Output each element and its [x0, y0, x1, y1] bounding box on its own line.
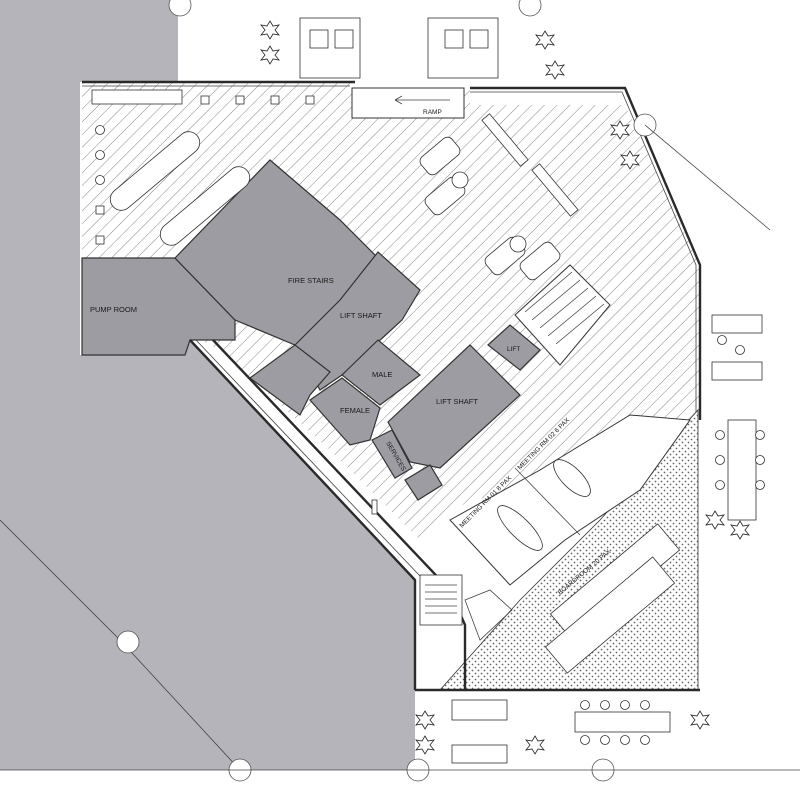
services-room — [371, 429, 413, 479]
column-marker-top-right — [518, 0, 542, 17]
exterior-building-area — [0, 0, 415, 770]
floor-plate-outline — [82, 80, 702, 420]
outdoor-furniture-top — [299, 17, 499, 79]
column-marker — [116, 630, 140, 654]
column-marker-top — [168, 0, 192, 17]
outdoor-furniture-right — [711, 314, 765, 521]
lift-label: LIFT — [507, 346, 520, 353]
meeting-rm-02-table — [553, 459, 591, 497]
sofa-1 — [419, 136, 461, 176]
plant-block — [404, 464, 443, 501]
lift-shaft-1-label: LIFT SHAFT — [340, 311, 382, 320]
sofa-4 — [519, 241, 561, 281]
ramp-label: RAMP — [423, 109, 442, 116]
stair-bottom — [419, 574, 463, 626]
coffee-table-1 — [451, 171, 469, 189]
lift-shaft-room-2 — [387, 344, 521, 469]
corridor-bench — [371, 499, 378, 515]
coffee-table-2 — [509, 235, 527, 253]
lift-room — [487, 324, 541, 371]
boardroom-table — [544, 523, 681, 674]
bench-2 — [531, 163, 579, 217]
bar-counter — [91, 89, 183, 105]
meeting-rm-01-table — [497, 505, 543, 551]
communal-table-1 — [109, 131, 201, 211]
corridor-block — [248, 344, 331, 416]
lift-shaft-2-label: LIFT SHAFT — [436, 397, 478, 406]
female-label: FEMALE — [340, 406, 370, 415]
ramp — [351, 87, 465, 119]
lift-shaft-room-1 — [294, 251, 421, 391]
bench-1 — [481, 113, 529, 167]
stair-core-upper — [514, 264, 611, 366]
male-label: MALE — [372, 370, 392, 379]
outdoor-furniture-bottom — [451, 699, 671, 764]
fire-stairs-label: FIRE STAIRS — [288, 276, 334, 285]
communal-table-2 — [159, 166, 251, 246]
female-toilet — [309, 377, 381, 446]
stair-ramp-diag — [464, 589, 513, 641]
male-toilet — [341, 339, 421, 406]
pump-room-label: PUMP ROOM — [90, 305, 137, 314]
